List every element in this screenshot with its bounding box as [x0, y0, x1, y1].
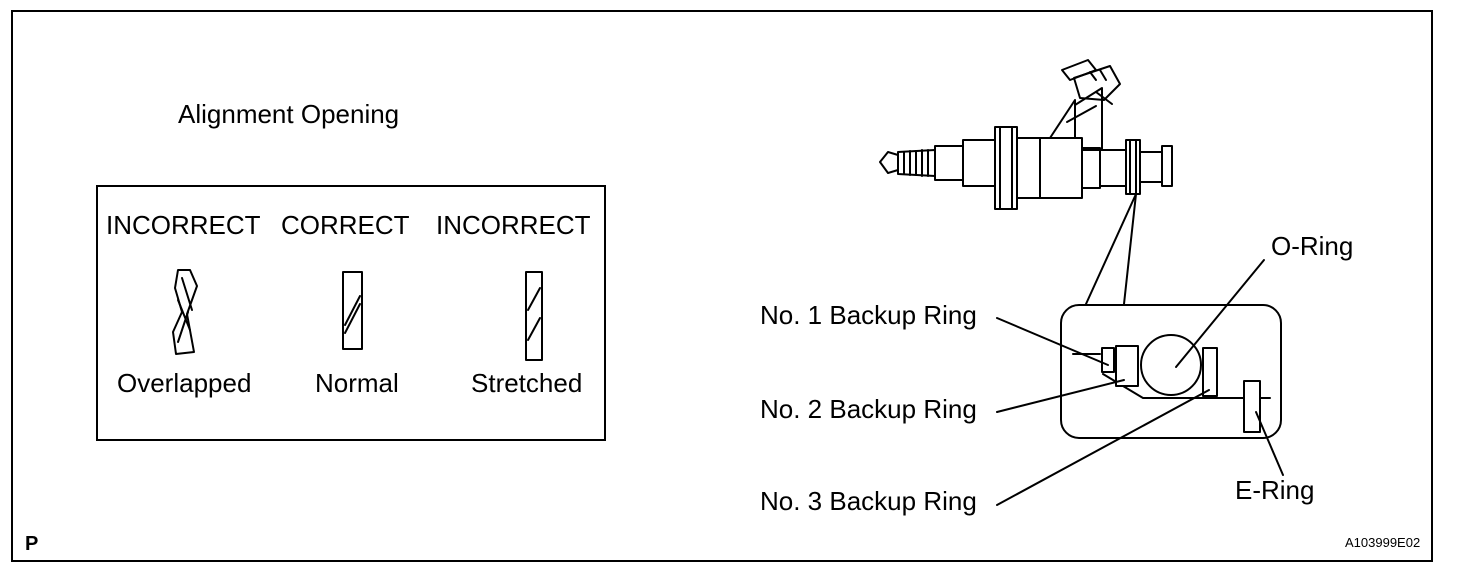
corner-mark: P	[25, 533, 39, 555]
status-label-normal: CORRECT	[281, 210, 410, 240]
status-label-stretched: INCORRECT	[436, 210, 591, 240]
figure-frame	[11, 10, 1433, 562]
alignment-comparison-box	[96, 185, 606, 441]
detail-callout-icon	[1060, 193, 1282, 439]
fuel-injector-icon	[879, 59, 1173, 210]
stretched-ring-icon	[525, 271, 543, 361]
name-label-overlapped: Overlapped	[117, 368, 252, 398]
overlapped-ring-icon	[172, 269, 198, 355]
name-label-normal: Normal	[315, 368, 399, 398]
o-ring-label: O-Ring	[1271, 231, 1354, 261]
name-label-stretched: Stretched	[471, 368, 583, 398]
status-label-overlapped: INCORRECT	[106, 210, 261, 240]
alignment-opening-title: Alignment Opening	[178, 99, 400, 129]
backup-ring-1-leader	[996, 317, 1109, 366]
backup-ring-2-leader	[996, 379, 1125, 413]
backup-ring-2-label: No. 2 Backup Ring	[760, 394, 977, 424]
backup-ring-1-label: No. 1 Backup Ring	[760, 300, 977, 330]
backup-ring-3-leader	[996, 389, 1210, 506]
normal-ring-icon	[342, 271, 363, 350]
o-ring-leader	[1175, 259, 1265, 368]
backup-ring-3-label: No. 3 Backup Ring	[760, 486, 977, 516]
figure-code: A103999E02	[1345, 535, 1421, 550]
e-ring-label: E-Ring	[1235, 475, 1315, 505]
e-ring-leader	[1255, 411, 1284, 476]
